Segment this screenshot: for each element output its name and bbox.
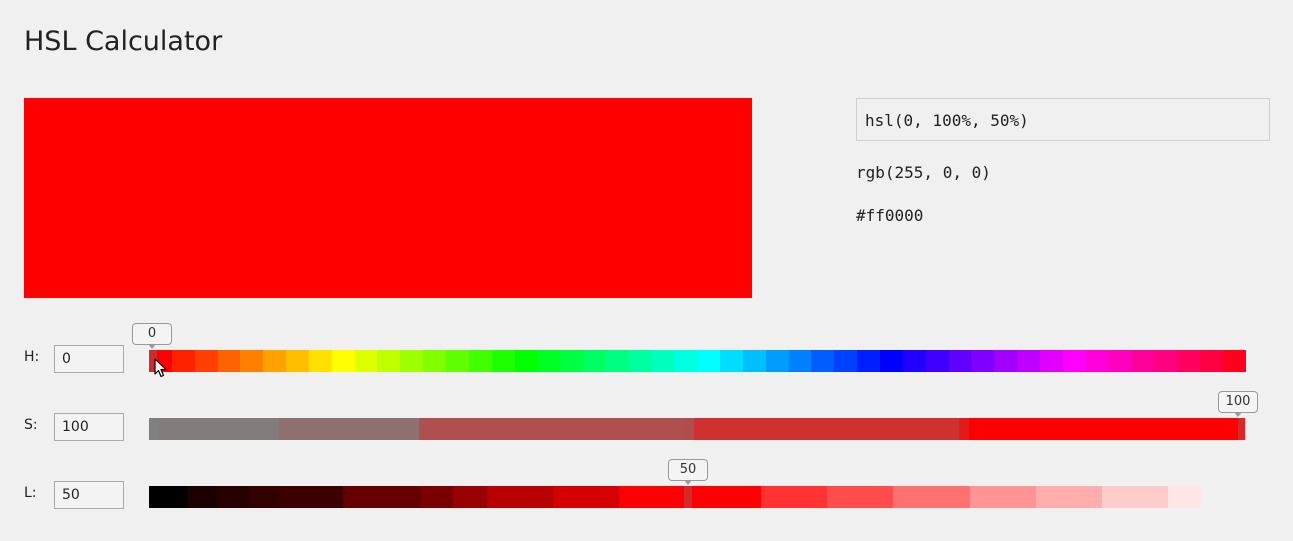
saturation-track-segment [959,418,969,440]
lightness-track-segment [1168,486,1201,508]
hue-track-segment [1085,350,1109,372]
lightness-slider-handle[interactable] [684,486,692,508]
hue-track-segment [423,350,446,372]
saturation-tooltip: 100 [1218,391,1258,413]
lightness-input[interactable] [54,481,124,509]
lightness-track-segment [249,486,279,508]
hue-track-segment [537,350,561,372]
lightness-track-segment [149,486,187,508]
hue-track-segment [1154,350,1177,372]
saturation-slider-track[interactable] [149,418,1246,440]
rgb-output-text: rgb(255, 0, 0) [856,163,991,182]
lightness-track-segment [827,486,893,508]
hue-track-segment [171,350,195,372]
lightness-track-segment [421,486,453,508]
hue-track-segment [1062,350,1086,372]
hue-track-segment [994,350,1018,372]
hue-track-segment [720,350,743,372]
saturation-track-segment [694,418,959,440]
hue-slider-track[interactable] [149,350,1246,372]
hue-track-segment [1176,350,1200,372]
lightness-track-segment [553,486,619,508]
lightness-track-segment [187,486,217,508]
hue-track-segment [811,350,835,372]
hue-track-segment [948,350,972,372]
hue-track-segment [354,350,378,372]
hue-track-segment [834,350,858,372]
lightness-tooltip: 50 [668,459,708,481]
hue-tooltip: 0 [132,323,172,345]
hue-track-segment [880,350,903,372]
hue-track-segment [308,350,332,372]
hex-output-text: #ff0000 [856,206,924,225]
page-title: HSL Calculator [24,26,223,57]
hue-track-segment [468,350,492,372]
saturation-track-segment [159,418,279,440]
lightness-track-segment [343,486,421,508]
hue-track-segment [971,350,995,372]
mouse-pointer-icon [154,358,167,378]
hue-track-segment [1017,350,1040,372]
lightness-track-segment [1036,486,1102,508]
hue-track-segment [560,350,584,372]
lightness-track-segment [453,486,487,508]
hue-track-segment [1108,350,1132,372]
hue-track-segment [331,350,355,372]
saturation-track-segment [969,418,1245,440]
hue-track-segment [445,350,469,372]
hue-track-segment [925,350,949,372]
saturation-track-segment [684,418,694,440]
hue-label: H: [24,349,40,365]
lightness-track-segment [970,486,1036,508]
hue-track-segment [583,350,606,372]
hue-track-segment [514,350,538,372]
hue-track-segment [491,350,515,372]
hue-track-segment [651,350,675,372]
hue-track-segment [240,350,264,372]
hue-track-segment [1199,350,1223,372]
hue-track-segment [857,350,880,372]
hue-track-segment [1131,350,1155,372]
lightness-track-segment [761,486,827,508]
hue-track-segment [628,350,652,372]
hue-track-segment [697,350,721,372]
hue-slider-handle[interactable] [149,350,157,372]
hue-track-segment [217,350,241,372]
hue-track-segment [788,350,812,372]
hue-track-segment [902,350,926,372]
saturation-slider-handle[interactable] [1238,418,1246,440]
lightness-slider-track[interactable] [149,486,1202,508]
lightness-track-segment [1102,486,1168,508]
hue-track-segment [194,350,218,372]
hue-track-segment [765,350,789,372]
lightness-track-segment [893,486,970,508]
hue-track-segment [377,350,401,372]
hue-track-segment [263,350,287,372]
lightness-track-segment [217,486,249,508]
hue-track-segment [286,350,309,372]
saturation-track-segment [149,418,159,440]
hue-track-segment [1039,350,1063,372]
hsl-output-field[interactable]: hsl(0, 100%, 50%) [856,98,1270,141]
hue-input[interactable] [54,345,124,373]
hue-track-segment [674,350,698,372]
lightness-label: L: [24,485,37,501]
lightness-track-segment [487,486,553,508]
saturation-input[interactable] [54,413,124,441]
lightness-track-segment [279,486,343,508]
lightness-track-segment [619,486,761,508]
saturation-track-segment [279,418,419,440]
color-preview-swatch [24,98,752,298]
hue-track-segment [1222,350,1246,372]
hue-track-segment [400,350,424,372]
saturation-label: S: [24,417,38,433]
saturation-track-segment [419,418,684,440]
hue-track-segment [742,350,766,372]
hue-track-segment [605,350,629,372]
